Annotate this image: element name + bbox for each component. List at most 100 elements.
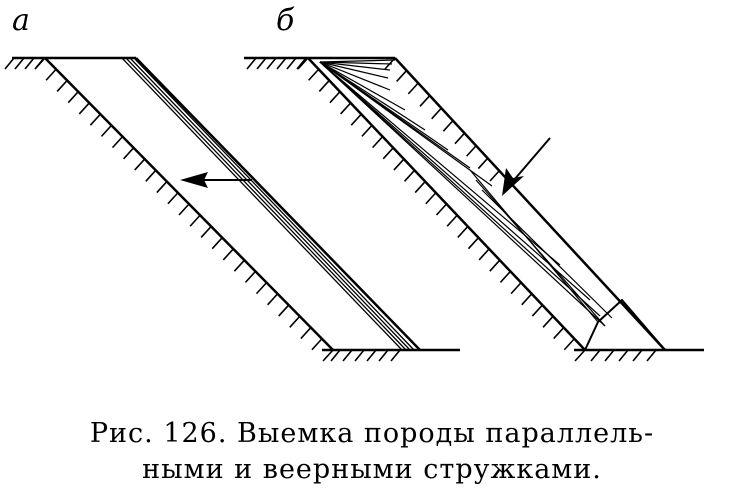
- panel-a-rock-hatching: [4, 57, 401, 362]
- hatch-stroke: [393, 158, 405, 171]
- hatch-stroke: [145, 169, 157, 182]
- hatch-stroke: [489, 259, 501, 272]
- hatch-stroke: [646, 349, 657, 362]
- hatch-stroke: [403, 169, 416, 182]
- fan-slice-line: [319, 61, 391, 91]
- hatch-stroke: [123, 147, 135, 160]
- hatch-stroke: [414, 181, 426, 194]
- hatch-stroke: [478, 248, 490, 261]
- hatch-stroke: [382, 147, 394, 160]
- hatch-stroke: [276, 57, 287, 70]
- hatch-stroke: [618, 349, 629, 362]
- hatch-stroke: [289, 315, 301, 328]
- panel-b-remaining-block: [584, 298, 666, 351]
- hatch-stroke: [477, 157, 489, 170]
- hatch-stroke: [531, 304, 543, 317]
- hatch-stroke: [466, 144, 478, 157]
- fan-slice-line: [319, 61, 601, 317]
- hatch-stroke: [233, 259, 245, 272]
- fan-slice-line: [319, 61, 591, 301]
- hatch-stroke: [342, 349, 353, 362]
- hatch-stroke: [244, 270, 257, 283]
- hatch-stroke: [178, 203, 190, 216]
- figure-caption-line-2: ными и веерными стружками.: [142, 454, 602, 485]
- hatch-stroke: [378, 349, 389, 362]
- hatch-stroke: [329, 91, 341, 104]
- hatch-stroke: [340, 102, 352, 115]
- fan-slice-line: [319, 61, 389, 79]
- panel-b-rock-hatching: [246, 57, 657, 362]
- hatch-stroke: [24, 57, 35, 70]
- hatch-stroke: [300, 327, 312, 340]
- panel-b-fan-cuts: [244, 56, 704, 362]
- hatch-stroke: [45, 68, 57, 81]
- hatch-stroke: [256, 57, 267, 70]
- hatch-stroke: [632, 349, 643, 362]
- hatch-stroke: [563, 338, 575, 351]
- hatch-stroke: [78, 102, 90, 115]
- fan-slice-line: [319, 61, 493, 187]
- hatch-stroke: [111, 136, 124, 149]
- hatch-stroke: [521, 293, 533, 306]
- panel-b-direction-arrow: [502, 137, 551, 196]
- hatch-stroke: [425, 192, 437, 205]
- hatch-stroke: [318, 79, 330, 92]
- hatch-stroke: [396, 69, 408, 82]
- hatch-stroke: [297, 57, 309, 70]
- fan-slice-line: [319, 61, 391, 71]
- fan-slice-line: [319, 61, 561, 266]
- hatch-stroke: [457, 225, 469, 238]
- fan-slice-line: [481, 189, 613, 319]
- hatch-stroke: [34, 57, 46, 70]
- hatch-stroke: [446, 214, 458, 227]
- hatch-stroke: [574, 349, 586, 362]
- panel-a-parallel-cuts: [4, 56, 460, 362]
- hatch-stroke: [267, 293, 279, 306]
- hatch-stroke: [4, 57, 15, 70]
- hatch-stroke: [278, 304, 290, 317]
- hatch-stroke: [311, 338, 323, 351]
- panel-a-upper-wall: [135, 57, 421, 351]
- hatch-stroke: [89, 113, 101, 126]
- hatch-stroke: [553, 327, 565, 340]
- hatch-stroke: [296, 57, 307, 70]
- hatch-stroke: [246, 57, 257, 70]
- hatch-stroke: [407, 82, 419, 95]
- hatch-stroke: [330, 349, 341, 362]
- panel-label-b: б: [276, 3, 295, 38]
- hatch-stroke: [255, 282, 268, 295]
- panel-label-a: а: [12, 3, 30, 38]
- hatch-stroke: [467, 237, 480, 250]
- hatch-stroke: [354, 349, 365, 362]
- fan-slice-line: [319, 61, 393, 65]
- panel-a-parallel-slices: [121, 57, 415, 351]
- hatch-stroke: [431, 107, 443, 120]
- hatch-stroke: [308, 68, 320, 81]
- hatch-stroke: [200, 225, 212, 238]
- hatch-stroke: [222, 248, 234, 261]
- hatch-stroke: [361, 124, 373, 137]
- hatch-stroke: [100, 124, 113, 137]
- panel-a-direction-arrow: [180, 172, 252, 188]
- figure-caption-line-1: Рис. 126. Выемка породы параллель-: [89, 418, 655, 449]
- hatch-stroke: [167, 192, 179, 205]
- fan-slice-line: [475, 179, 606, 327]
- hatch-stroke: [510, 282, 522, 295]
- fan-slice-line: [319, 61, 606, 327]
- hatch-stroke: [390, 349, 401, 362]
- hatch-stroke: [604, 349, 615, 362]
- hatch-stroke: [366, 349, 377, 362]
- hatch-stroke: [499, 270, 512, 283]
- panel-b-fan-slices: [319, 59, 613, 327]
- hatch-stroke: [189, 214, 201, 227]
- fan-slice-line: [319, 61, 406, 111]
- hatch-stroke: [266, 57, 277, 70]
- hatch-stroke: [590, 349, 601, 362]
- hatch-stroke: [419, 94, 431, 107]
- hatch-stroke: [134, 158, 146, 171]
- hatch-stroke: [350, 113, 362, 126]
- hatch-stroke: [542, 315, 554, 328]
- hatch-stroke: [211, 237, 223, 250]
- hatch-stroke: [489, 169, 501, 182]
